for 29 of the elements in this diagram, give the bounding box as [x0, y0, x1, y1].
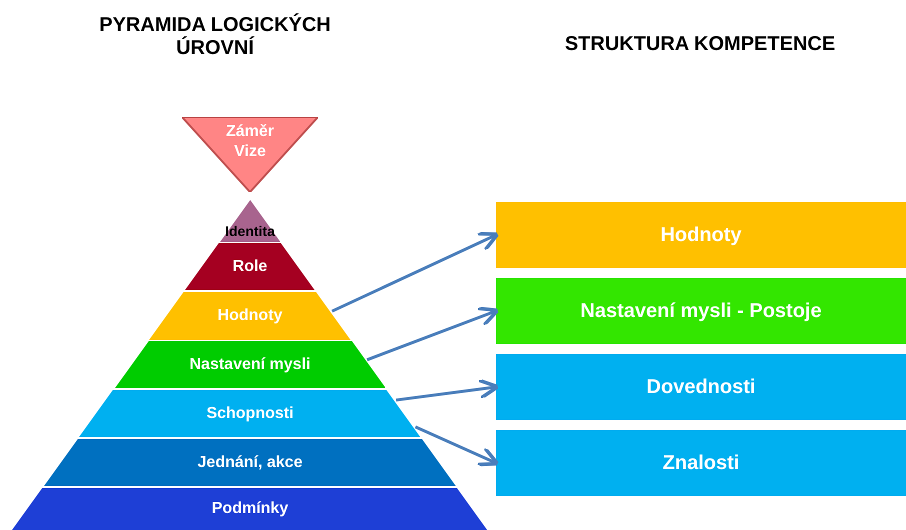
pyramid-level: [149, 292, 351, 340]
vision-triangle: [182, 117, 318, 192]
level-label: Nastavení mysli - Postoje: [580, 300, 822, 322]
level-label: Schopnosti: [206, 404, 294, 422]
pyramid-level: [44, 439, 456, 486]
pyramid-level: [114, 341, 386, 388]
arrow: [366, 306, 500, 362]
pyramid-level: [185, 243, 315, 290]
level-label: Hodnoty: [660, 224, 742, 246]
competence-box: [496, 354, 906, 420]
competence-box: [496, 202, 906, 268]
level-label: Podmínky: [212, 500, 288, 518]
level-label: Identita: [225, 223, 275, 239]
level-label: Jednání, akce: [198, 454, 302, 472]
level-label: Záměr Vize: [224, 122, 276, 161]
competence-box: [496, 278, 906, 344]
level-label: Znalosti: [662, 452, 740, 474]
level-label: Dovednosti: [646, 376, 756, 398]
arrow: [414, 426, 500, 466]
arrow: [331, 232, 500, 313]
level-label: Role: [232, 258, 268, 276]
competence-box: [496, 430, 906, 496]
pyramid-level: [12, 488, 488, 530]
level-label: Hodnoty: [218, 307, 282, 325]
column-heading: STRUKTURA KOMPETENCE: [564, 33, 836, 56]
level-label: Nastavení mysli: [190, 356, 310, 374]
column-heading: PYRAMIDA LOGICKÝCH ÚROVNÍ: [98, 14, 332, 60]
pyramid-level: [79, 390, 421, 437]
arrow: [396, 378, 500, 402]
